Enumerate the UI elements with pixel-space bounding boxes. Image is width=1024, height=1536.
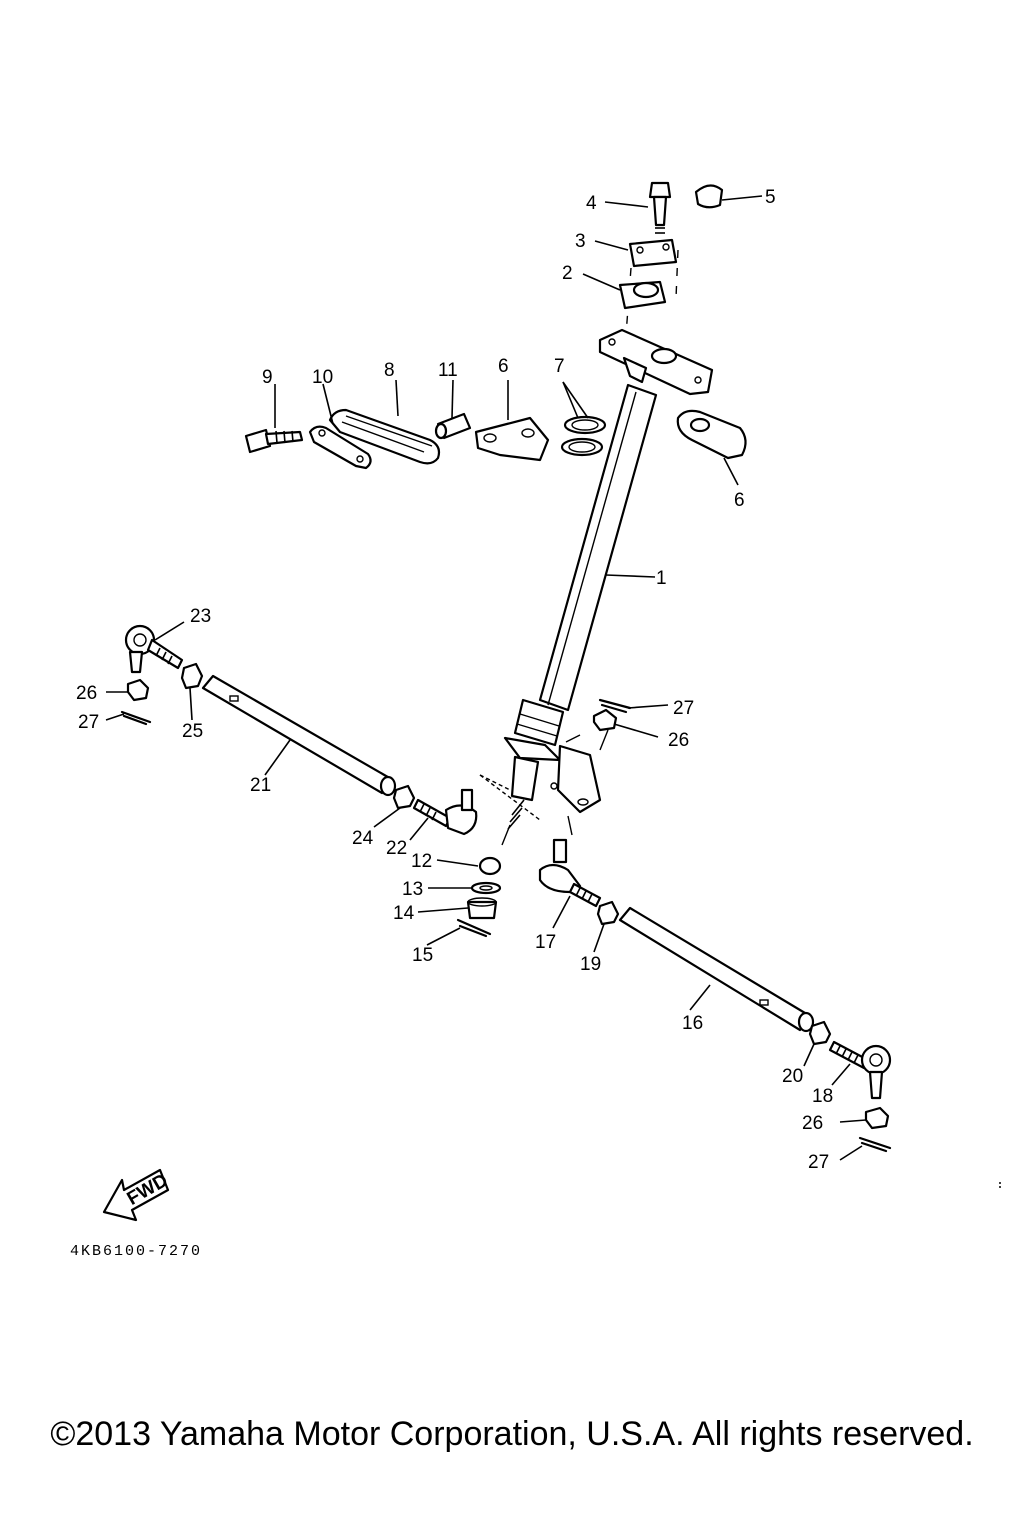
fwd-arrow-icon: FWD [102,1168,172,1222]
shaft-holder-right[interactable] [676,409,747,460]
leader-lines [105,195,867,1161]
callout-20[interactable]: 20 [782,1066,803,1087]
callout-13[interactable]: 13 [402,879,423,900]
callout-11[interactable]: 11 [438,360,458,381]
callout-8[interactable]: 8 [384,360,395,381]
nut-19[interactable] [596,900,620,926]
handlebar-holder-upper[interactable] [628,238,678,268]
lock-washer[interactable] [308,425,372,470]
nut-20[interactable] [808,1020,832,1046]
callout-22[interactable]: 22 [386,838,407,859]
cotter-pin-27-left[interactable] [120,710,152,726]
callout-21[interactable]: 21 [250,775,271,796]
washer-13[interactable] [470,881,502,895]
callout-6-left[interactable]: 6 [498,356,509,377]
callout-27-upper[interactable]: 27 [673,698,694,719]
tie-rod-end-17[interactable] [538,838,602,908]
holder-bolt[interactable] [648,181,672,234]
callout-6-right[interactable]: 6 [734,490,745,511]
nut-26-right[interactable] [864,1106,890,1130]
callout-19[interactable]: 19 [580,954,601,975]
nut-26-upper[interactable] [592,708,618,732]
callout-27-left[interactable]: 27 [78,712,99,733]
callout-5[interactable]: 5 [765,187,776,208]
cotter-pin-15[interactable] [456,918,492,938]
handlebar-holder-lower[interactable] [618,280,667,310]
drawing-code: 4KB6100-7270 [70,1243,203,1260]
callout-23[interactable]: 23 [190,606,211,627]
tie-rod-21[interactable] [201,674,397,797]
nut-14[interactable] [466,897,498,920]
collar[interactable] [434,412,472,440]
nut-24[interactable] [392,784,416,810]
callout-24[interactable]: 24 [352,828,374,849]
tie-rod-end-22[interactable] [412,788,478,836]
callout-26-right[interactable]: 26 [802,1113,823,1134]
callout-1[interactable]: 1 [656,568,667,589]
callout-labels: 1 2 3 4 5 6 6 7 8 9 10 11 12 13 14 15 16… [76,187,833,1173]
scan-specks [999,1182,1001,1188]
callout-26-upper[interactable]: 26 [668,730,689,751]
tie-rod-end-left-outer[interactable] [124,624,184,674]
plate-bolt[interactable] [244,428,304,454]
steering-shaft[interactable] [503,383,658,830]
callout-9[interactable]: 9 [262,367,273,388]
oil-seals[interactable] [560,415,607,457]
callout-2[interactable]: 2 [562,263,573,284]
callout-25[interactable]: 25 [182,721,203,742]
nut-25[interactable] [180,662,204,690]
callout-27-right[interactable]: 27 [808,1152,829,1173]
callout-14[interactable]: 14 [393,903,415,924]
cotter-pin-27-upper[interactable] [598,698,632,714]
shaft-holder-left[interactable] [474,416,550,462]
callout-15[interactable]: 15 [412,945,433,966]
callout-3[interactable]: 3 [575,231,586,252]
lock-plate[interactable] [328,408,441,465]
callout-26-left[interactable]: 26 [76,683,97,704]
callout-12[interactable]: 12 [411,851,432,872]
callout-16[interactable]: 16 [682,1013,703,1034]
callout-7[interactable]: 7 [554,356,565,377]
tie-rod-16[interactable] [618,906,815,1033]
shaft-cap[interactable] [694,184,724,209]
callout-4[interactable]: 4 [586,193,597,214]
cotter-pin-27-right[interactable] [858,1136,892,1153]
copyright-notice: ©2013 Yamaha Motor Corporation, U.S.A. A… [50,1415,974,1453]
callout-17[interactable]: 17 [535,932,556,953]
collar-12[interactable] [478,856,502,876]
callout-10[interactable]: 10 [312,367,333,388]
tie-rod-end-18[interactable] [828,1040,892,1100]
shaft-top-bracket[interactable] [598,328,714,396]
nut-26-left[interactable] [126,678,150,702]
callout-18[interactable]: 18 [812,1086,833,1107]
